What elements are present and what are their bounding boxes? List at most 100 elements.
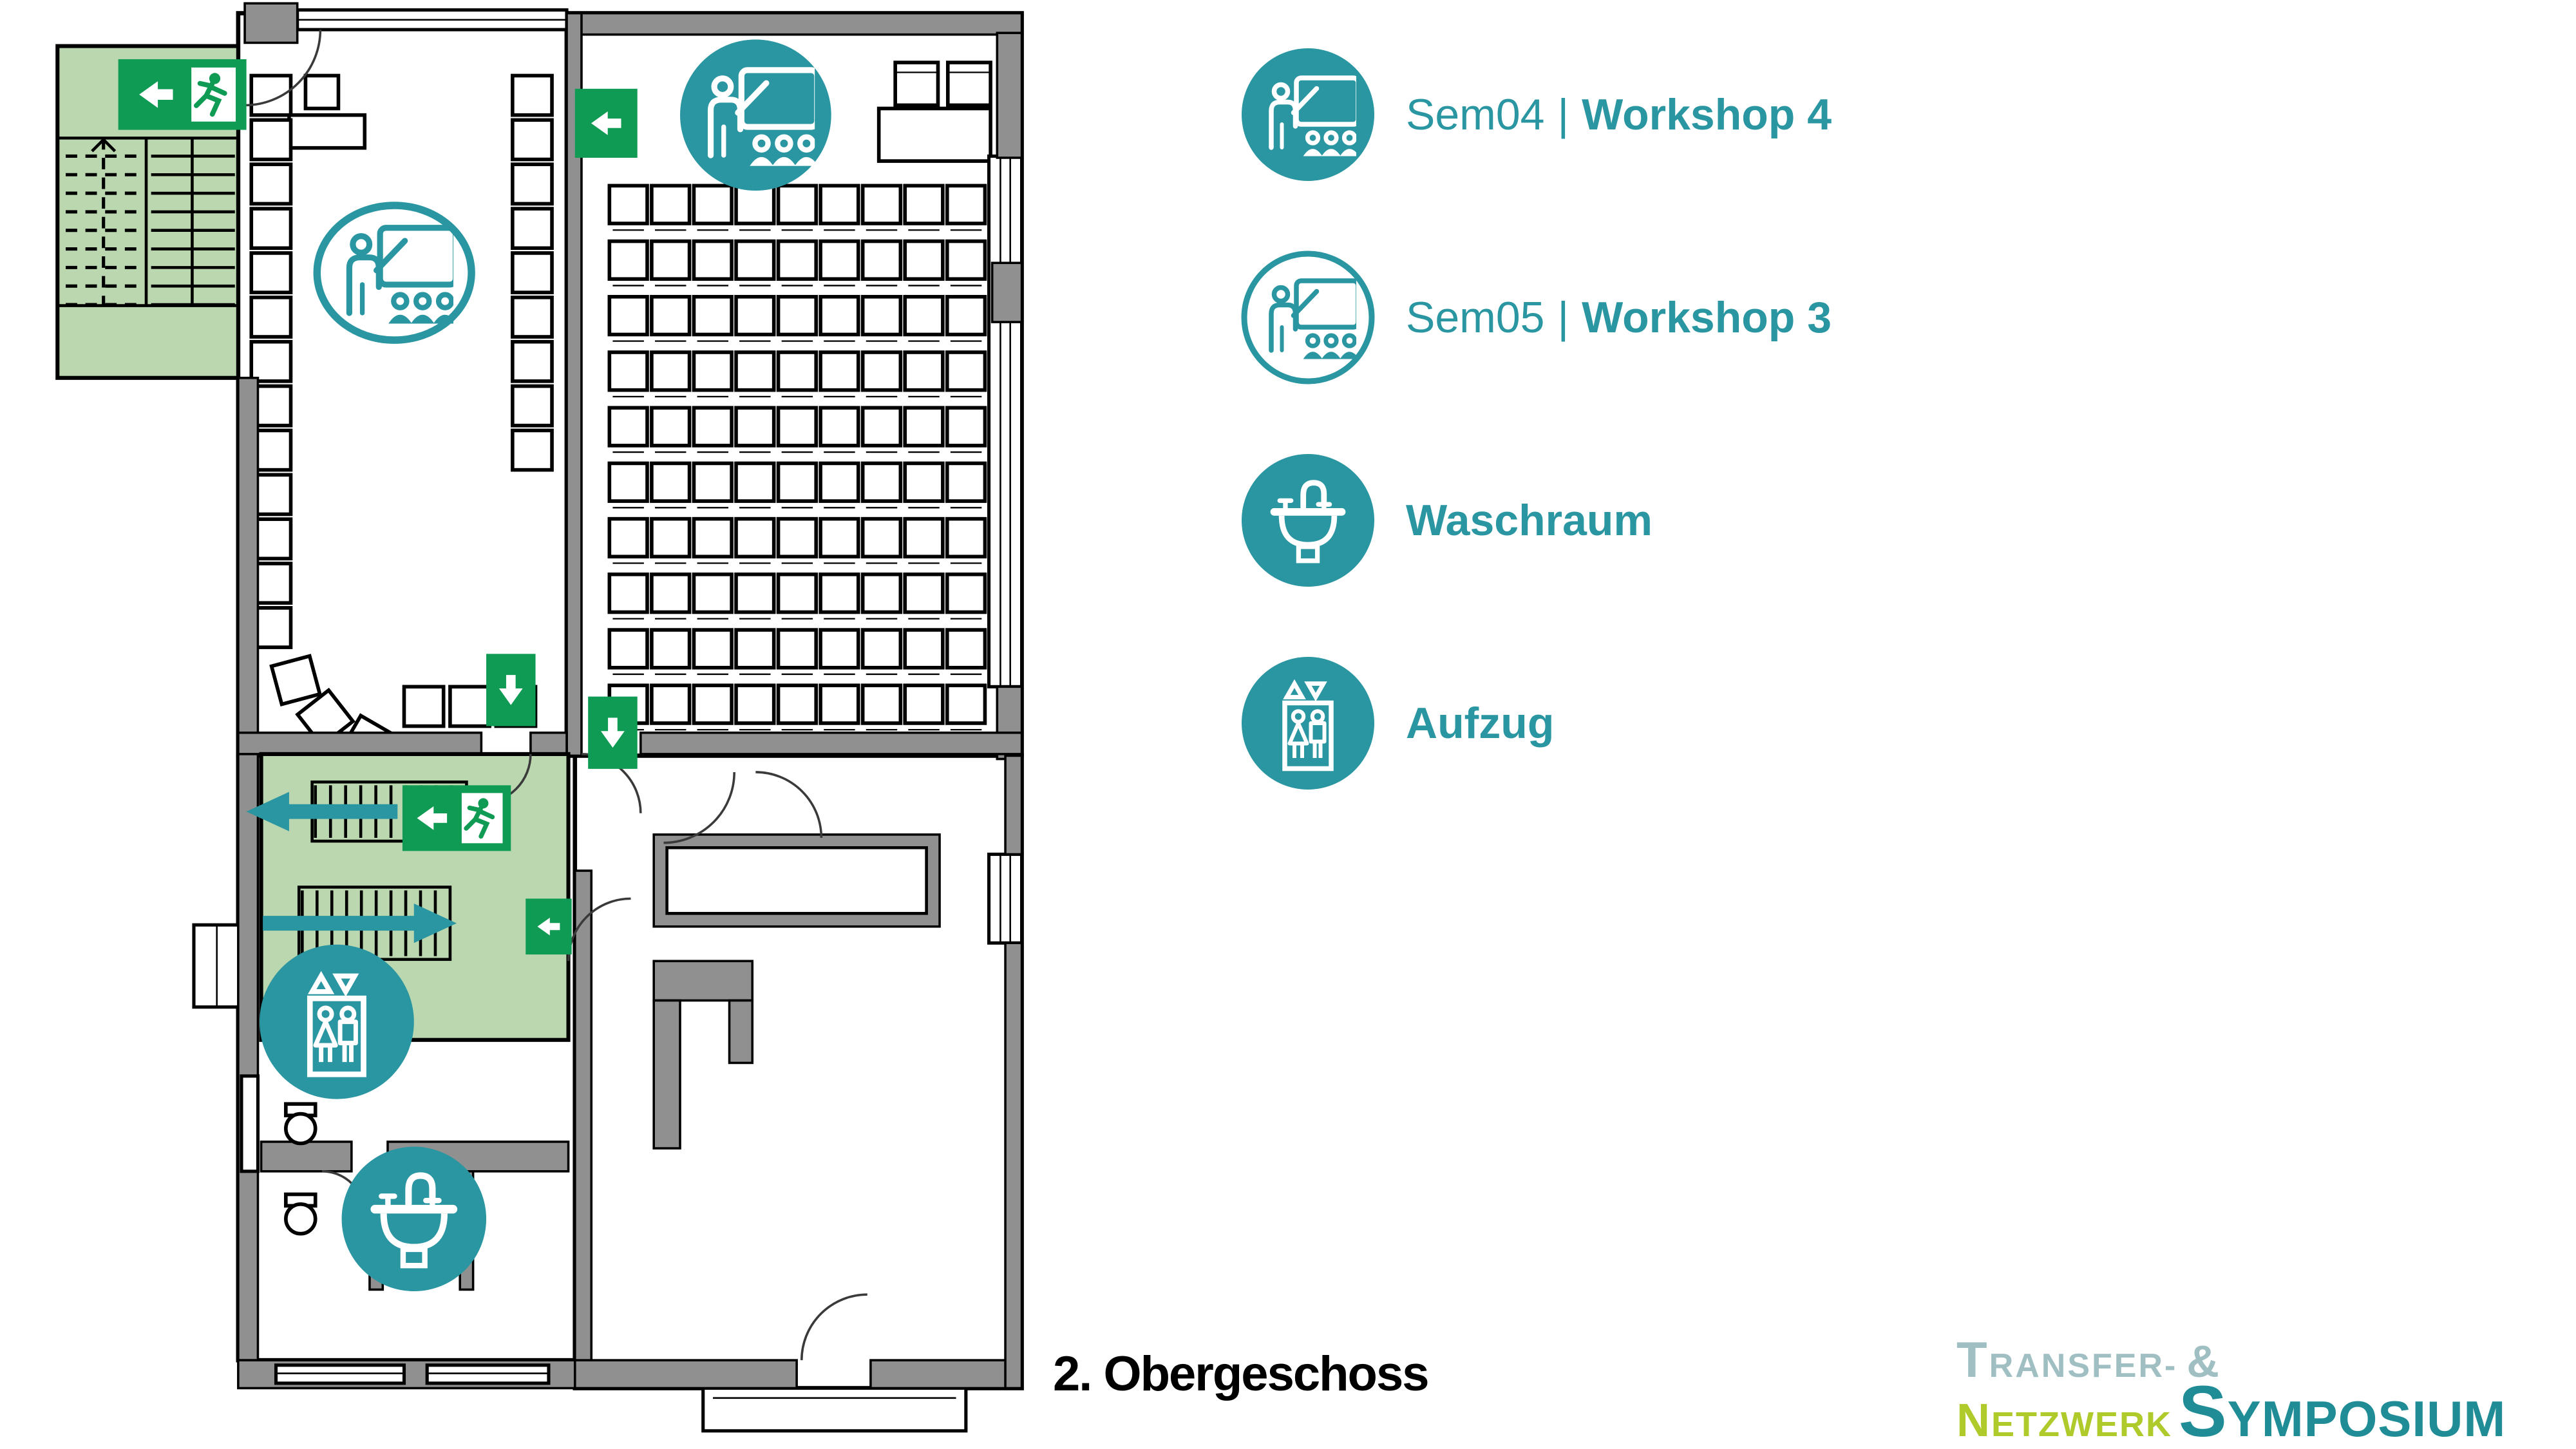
seat [650,516,692,559]
logo-netzwerk: NETZWERK [1956,1395,2172,1446]
chair [511,118,554,162]
floor-title: 2. Obergeschoss [1053,1347,1429,1401]
legend-row-sem04: Sem04|Workshop 4 [1240,46,1832,183]
seat [734,239,776,281]
seat [776,294,819,337]
down-arrow-sign-sem04 [588,696,638,769]
seat [860,461,903,503]
seat [819,628,860,670]
legend-row-aufzug: Aufzug [1240,655,1832,791]
chair [511,207,554,251]
seat [692,406,734,448]
seat [776,461,819,503]
seat [903,406,945,448]
seat [692,516,734,559]
seat [776,239,819,281]
seat [819,406,860,448]
seat [776,350,819,392]
exit-arrow-sign-corner [574,88,638,158]
cabinet [893,61,940,108]
plan-sem05-icon [313,202,475,344]
seat [945,628,987,670]
seat [734,350,776,392]
seat [776,184,819,225]
desk [876,106,992,163]
seat [650,350,692,392]
seat [945,350,987,392]
seat [945,683,987,725]
chair [511,339,554,383]
seat [903,516,945,559]
stair-treads [66,154,235,307]
down-arrow-sign-sem05 [486,654,536,726]
seat [692,350,734,392]
seat [860,683,903,725]
chair-column-right [511,73,554,472]
legend-label: Waschraum [1406,496,1653,545]
logo-symposium: SYMPOSIUM [2178,1371,2506,1449]
seat [945,516,987,559]
seat [692,184,734,225]
lectern [303,73,341,111]
seat [692,573,734,614]
seat [903,184,945,225]
seat [945,573,987,614]
seminar-filled-icon [1242,48,1374,181]
escape-arrow-right [263,904,457,943]
seat [819,516,860,559]
chair [249,118,293,162]
chair [511,295,554,339]
seat [776,628,819,670]
seat [860,239,903,281]
seat [607,239,649,281]
seat [734,406,776,448]
seat [860,294,903,337]
seat [903,350,945,392]
teacher-desk [287,113,367,150]
seat [692,294,734,337]
chair [511,384,554,428]
seat [734,461,776,503]
seat [650,628,692,670]
seat [734,683,776,725]
shaft [652,960,754,1002]
seat [860,516,903,559]
elevator-icon [1242,657,1374,790]
chair [511,73,554,117]
seat [819,239,860,281]
sem04-furniture [607,61,992,731]
seat [903,239,945,281]
seat [650,184,692,225]
chair [249,73,293,117]
floor-plan [55,2,1024,1433]
seat [650,573,692,614]
seat [607,461,649,503]
chair [511,162,554,206]
seat [734,628,776,670]
corridor-counter [652,833,941,928]
legend-row-waschraum: Waschraum [1240,452,1832,589]
seat [945,406,987,448]
logo-line-transfer: TRANSFER-& [1956,1331,2221,1388]
seat [903,294,945,337]
sem05-furniture [249,73,554,772]
seat [734,294,776,337]
chair [249,339,293,383]
seat [607,184,649,225]
seat [692,461,734,503]
seat [650,683,692,725]
seat [903,683,945,725]
balcony [701,1386,968,1433]
washroom-fixtures [284,1102,317,1236]
washroom-icon [1242,454,1374,587]
seat [607,516,649,559]
seat [692,683,734,725]
seminar-outline-icon [1241,251,1375,384]
seat [819,573,860,614]
seat [819,184,860,225]
chair [249,207,293,251]
seat [734,184,776,225]
legend-label: Aufzug [1406,699,1555,748]
seat [650,239,692,281]
chair [249,251,293,294]
